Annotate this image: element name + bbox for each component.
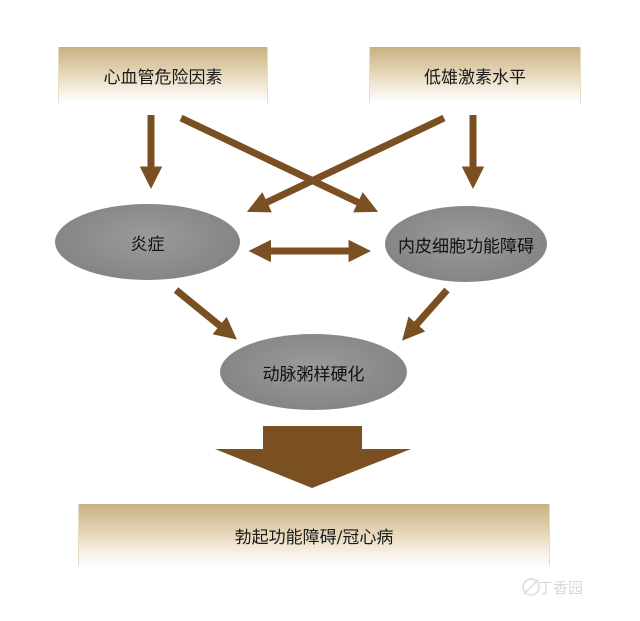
arrow-androgen-to-inflammation <box>246 114 446 213</box>
watermark-text: 丁香园 <box>538 579 584 597</box>
arrow-endothelial-to-atherosclerosis <box>402 287 450 341</box>
arrow-inflammation-to-atherosclerosis <box>173 287 237 340</box>
watermark-logo-icon <box>522 578 540 596</box>
node-atherosclerosis-label: 动脉粥样硬化 <box>262 364 365 385</box>
node-low-androgen: 低雄激素水平 <box>369 47 581 103</box>
node-risk-factors: 心血管危险因素 <box>58 47 268 103</box>
node-endothelial-dysfunction: 内皮细胞功能障碍 <box>385 206 547 282</box>
arrow-atherosclerosis-to-outcome <box>215 426 411 488</box>
node-risk-factors-label: 心血管危险因素 <box>103 67 223 88</box>
node-outcome-label: 勃起功能障碍/冠心病 <box>234 527 394 548</box>
node-outcome: 勃起功能障碍/冠心病 <box>78 504 550 566</box>
node-inflammation-label: 炎症 <box>130 234 165 255</box>
node-atherosclerosis: 动脉粥样硬化 <box>220 334 407 410</box>
arrow-risk-to-endothelial <box>179 114 379 213</box>
node-endothelial-dysfunction-label: 内皮细胞功能障碍 <box>398 236 534 257</box>
node-inflammation: 炎症 <box>55 204 240 280</box>
node-low-androgen-label: 低雄激素水平 <box>424 67 526 88</box>
